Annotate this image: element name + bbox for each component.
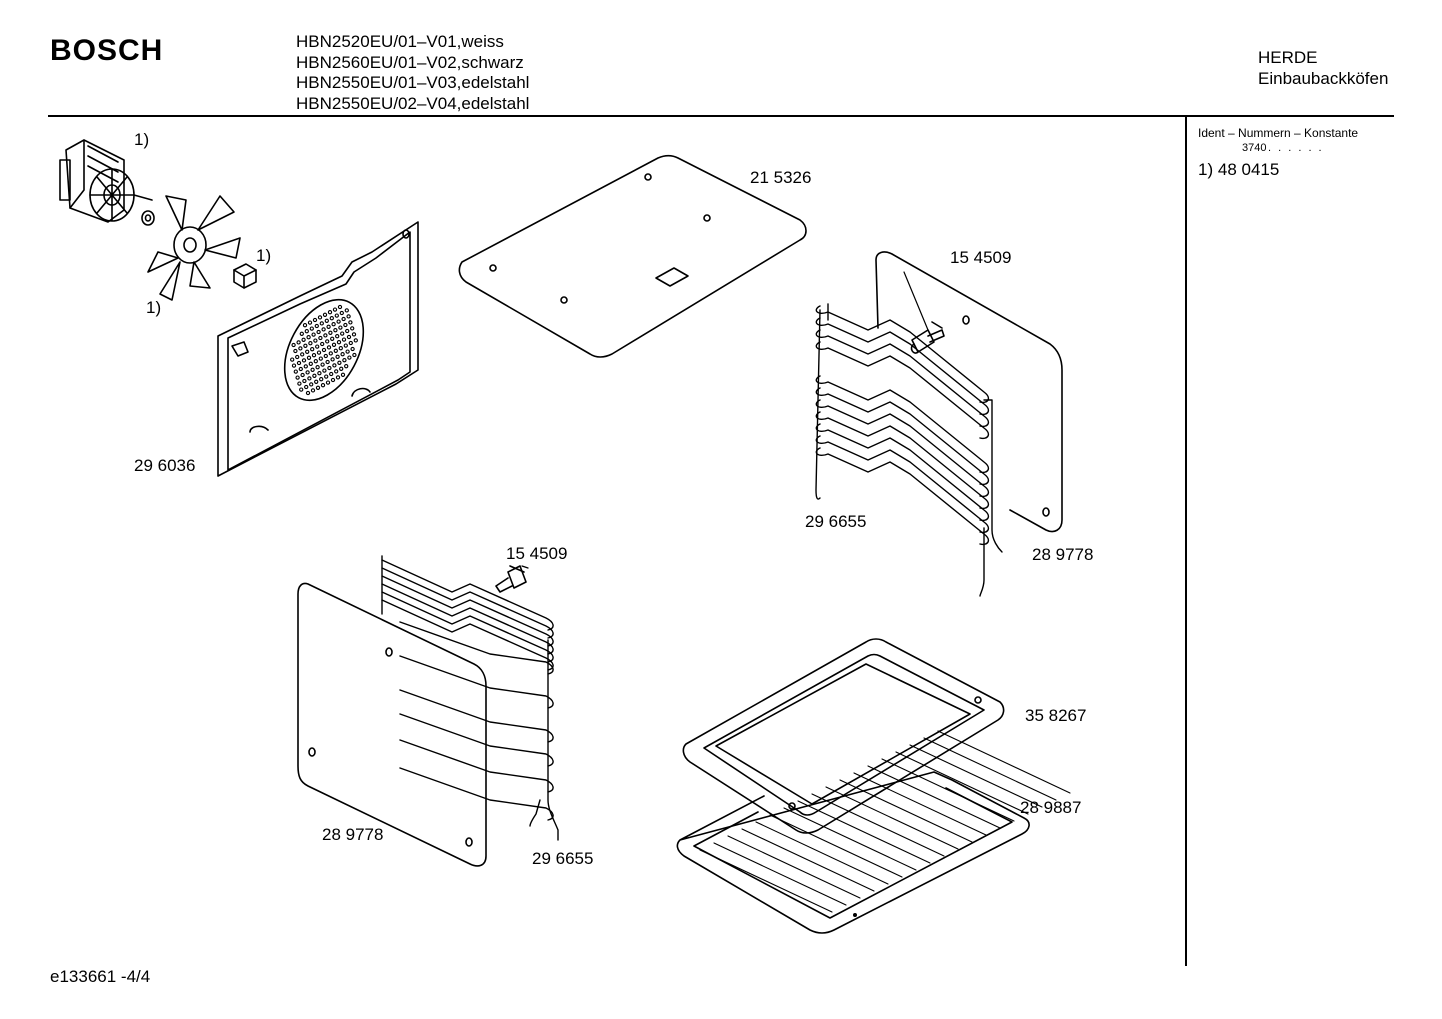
header-divider: [48, 115, 1394, 117]
part-label-rail-left: 29 6655: [532, 849, 594, 868]
ident-dots: . . . . . .: [1268, 142, 1324, 154]
left-rail-drawing: [381, 555, 559, 841]
part-label-screw-left: 15 4509: [506, 544, 568, 563]
right-panel-drawing: [875, 251, 1063, 533]
part-label-top-cover: 21 5326: [750, 168, 812, 187]
rear-panel-drawing: [217, 221, 419, 477]
part-label-screw-right: 15 4509: [950, 248, 1012, 267]
fan-nut-drawing: [233, 263, 257, 289]
part-label-rear-panel: 29 6036: [134, 456, 196, 475]
fan-blade-drawing: [147, 195, 241, 301]
ident-item-number: 48 0415: [1217, 160, 1280, 179]
ident-item-marker: 1): [1198, 160, 1214, 179]
fan-motor-drawing: [59, 139, 153, 223]
right-rail-drawing: [815, 303, 1003, 597]
model-line: HBN2520EU/01–V01,weiss: [296, 32, 504, 51]
part-label-grill-rack: 28 9887: [1020, 798, 1082, 817]
document-code: e133661 -4/4: [50, 967, 151, 986]
top-cover-drawing: [458, 154, 807, 358]
right-screw-drawing: [910, 321, 945, 354]
ident-item: 1) 48 0415: [1198, 160, 1279, 180]
part-label-panel-right: 28 9778: [1032, 545, 1094, 564]
part-label-rail-right: 29 6655: [805, 512, 867, 531]
grill-rack-drawing: [676, 730, 1071, 934]
part-label-panel-left: 28 9778: [322, 825, 384, 844]
model-list: HBN2520EU/01–V01,weiss HBN2560EU/01–V02,…: [296, 32, 529, 114]
left-screw-drawing: [495, 565, 527, 593]
brand-logo: BOSCH: [50, 34, 164, 67]
left-panel-drawing: [297, 582, 487, 867]
category-subtitle: Einbaubackköfen: [1258, 68, 1389, 88]
model-line: HBN2550EU/01–V03,edelstahl: [296, 73, 530, 92]
model-line: HBN2560EU/01–V02,schwarz: [296, 52, 524, 72]
baking-tray-drawing: [682, 638, 1005, 834]
part-label-fan-nut: 1): [256, 246, 272, 265]
part-label-fan-motor: 1): [134, 130, 150, 149]
ident-heading: Ident – Nummern – Konstante: [1198, 126, 1359, 140]
category-block: HERDE Einbaubackköfen: [1258, 48, 1388, 89]
model-line: HBN2550EU/02–V04,edelstahl: [296, 93, 530, 113]
fan-washer-drawing: [141, 210, 155, 226]
sidebar-divider: [1185, 116, 1187, 966]
part-label-baking-tray: 35 8267: [1025, 706, 1087, 725]
ident-constant: 3740: [1242, 142, 1267, 154]
category-title: HERDE: [1258, 48, 1318, 67]
part-label-fan-blade: 1): [146, 298, 162, 317]
leader-lines: [521, 271, 929, 569]
